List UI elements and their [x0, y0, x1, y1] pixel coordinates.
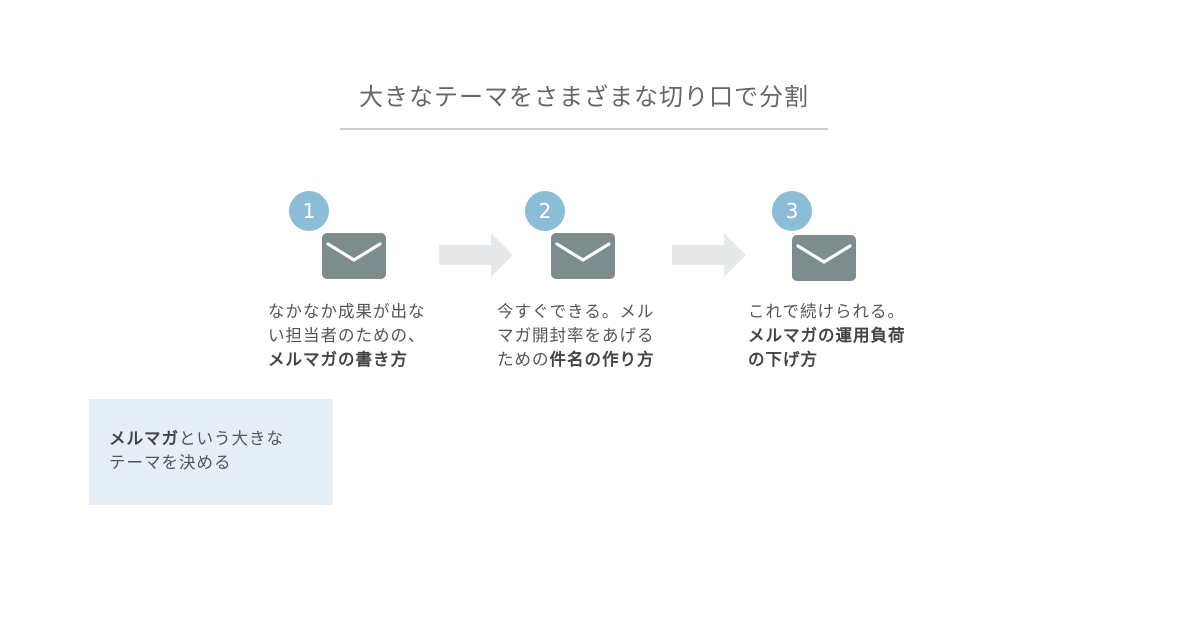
right-arrow-icon [672, 233, 746, 277]
page-title: 大きなテーマをさまざまな切り口で分割 [359, 83, 809, 111]
step-1-description: なかなか成果が出な い担当者のための、 メルマガの書き方 [268, 302, 426, 369]
step-3-description: これで続けられる。 メルマガの運用負荷 の下げ方 [748, 302, 906, 369]
step-2-description: 今すぐできる。メル マガ開封率をあげる ための件名の作り方 [497, 302, 655, 369]
envelope-icon [322, 233, 386, 279]
right-arrow-icon [439, 233, 513, 277]
theme-box: メルマガという大きな テーマを決める [89, 399, 333, 505]
envelope-icon [551, 233, 615, 279]
step-2-number-badge: 2 [525, 191, 565, 231]
title-divider [340, 128, 828, 130]
envelope-icon [792, 235, 856, 281]
step-3-number-badge: 3 [772, 191, 812, 231]
theme-description: メルマガという大きな テーマを決める [109, 429, 284, 472]
step-1-number-badge: 1 [289, 191, 329, 231]
